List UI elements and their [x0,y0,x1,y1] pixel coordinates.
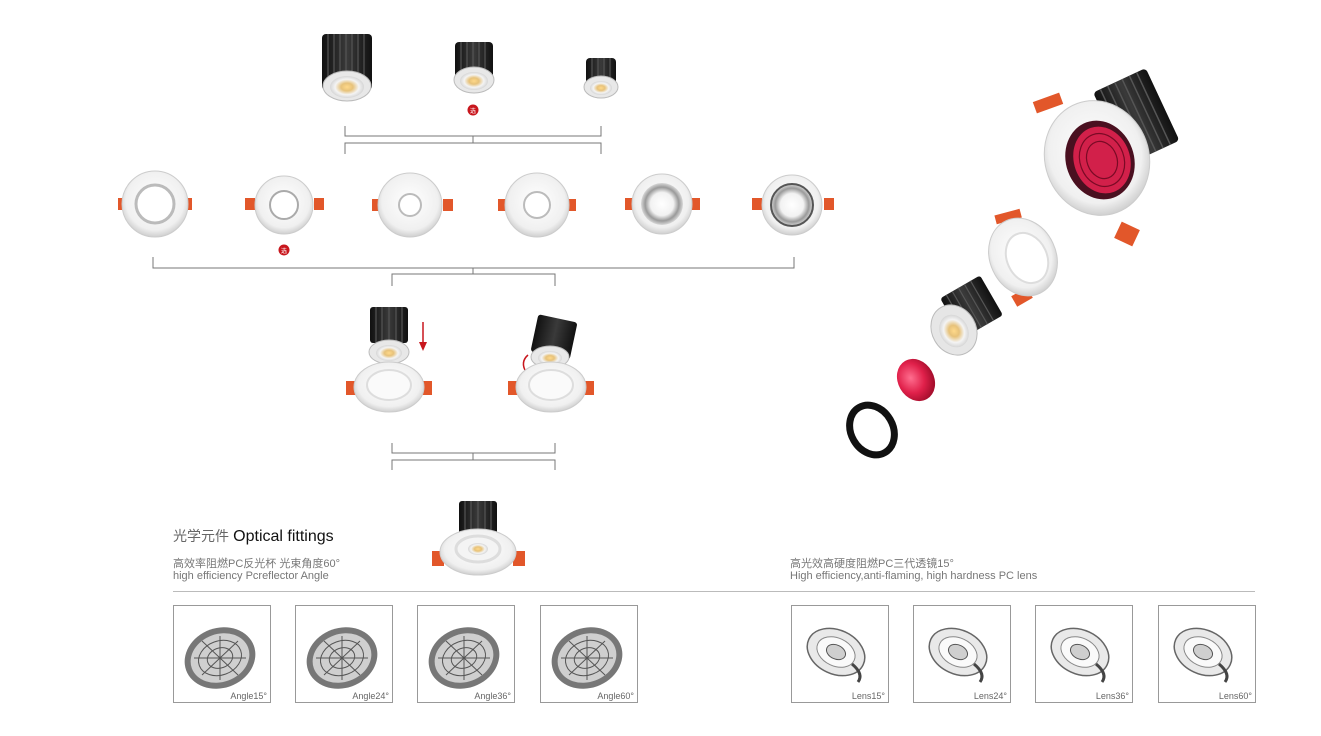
lens-label: Lens36° [1095,691,1129,701]
reflector-label: Angle60° [597,691,634,701]
lens-desc-cn: 高光效高硬度阻燃PC三代透镜15° [790,558,954,570]
reflector-desc-cn: 高效率阻燃PC反光杯 光束角度60° [173,558,340,570]
trim-silver-black[interactable] [752,174,834,236]
section-title-en: Optical fittings [233,528,334,545]
reflector-cup-icon [184,627,256,689]
lens-label: Lens15° [851,691,885,701]
lens-icon [806,627,866,683]
trim-deep-white[interactable] [245,175,324,235]
lens-icon [1173,627,1233,683]
exploded-housing[interactable] [1028,68,1179,247]
lens-label: Lens24° [973,691,1007,701]
led-module-large[interactable] [322,34,372,102]
led-module-small[interactable] [583,58,619,99]
svg-text:选: 选 [470,107,476,115]
reflector-thumb-15[interactable]: Angle15° [173,605,271,703]
reflector-desc-en: high efficiency Pcreflector Angle [173,570,329,582]
lens-icon [928,627,988,683]
lens-icon [1050,627,1110,683]
lens-thumb-36[interactable]: Lens36° [1035,605,1133,703]
reflector-cup-icon [306,627,378,689]
exploded-red-lens[interactable] [889,352,942,408]
svg-text:选: 选 [281,247,287,255]
reflector-label: Angle15° [230,691,267,701]
trim-fixed-round[interactable] [498,172,576,238]
trim-fixed-flat[interactable] [372,172,453,238]
section-title-cn: 光学元件 [173,529,229,545]
led-module-medium[interactable] [453,42,495,94]
trim-adjustable-white[interactable] [118,170,192,238]
lens-thumb-24[interactable]: Lens24° [913,605,1011,703]
reflector-thumb-36[interactable]: Angle36° [417,605,515,703]
reflector-thumb-24[interactable]: Angle24° [295,605,393,703]
exploded-trim-ring[interactable] [976,207,1070,307]
selected-badge: 选 [278,244,290,256]
connector-lines [152,126,795,470]
lens-label: Lens60° [1218,691,1252,701]
reflector-label: Angle36° [474,691,511,701]
section-title: 光学元件 Optical fittings [173,526,334,546]
lens-thumb-60[interactable]: Lens60° [1158,605,1256,703]
assembly-adjustable[interactable] [508,314,594,413]
final-downlight[interactable] [432,501,525,576]
reflector-cup-icon [551,627,623,689]
exploded-led-module[interactable] [922,275,1003,363]
reflector-cup-icon [428,627,500,689]
lens-thumb-15[interactable]: Lens15° [791,605,889,703]
reflector-thumb-60[interactable]: Angle60° [540,605,638,703]
lens-desc-en: High efficiency,anti-flaming, high hardn… [790,570,1038,582]
reflector-label: Angle24° [352,691,389,701]
assembly-fixed[interactable] [346,307,432,413]
section-divider [173,591,1255,592]
trim-silver[interactable] [625,173,700,235]
selected-badge: 选 [467,104,479,116]
exploded-black-ring[interactable] [841,397,903,463]
